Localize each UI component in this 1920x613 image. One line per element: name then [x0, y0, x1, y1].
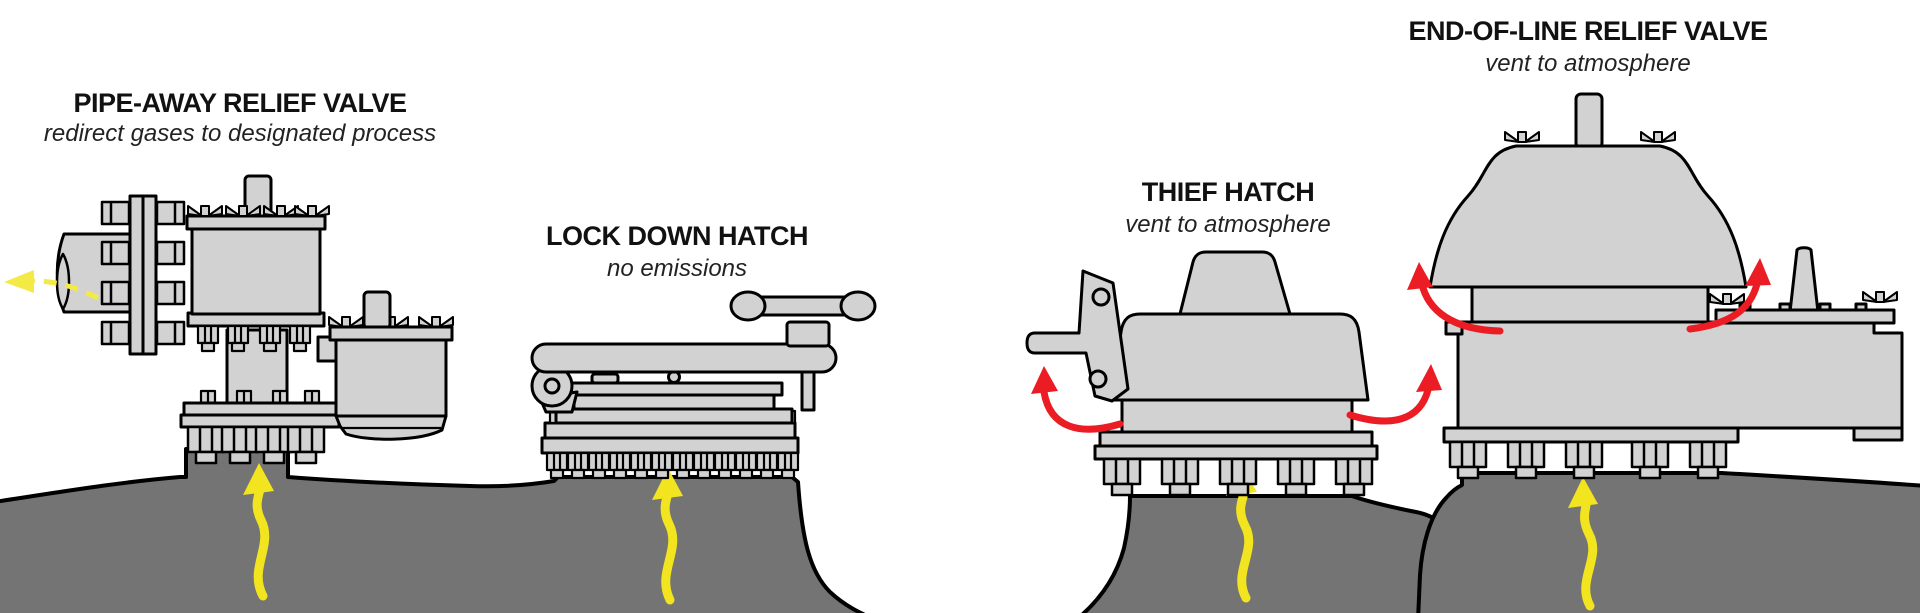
vent-arrow-eol-left-icon: [1407, 262, 1504, 335]
tank-dome-left: [0, 447, 866, 613]
side-vent-stub: [362, 290, 392, 330]
pipe-flange-plate: [128, 194, 145, 356]
eol-hood: [1428, 144, 1748, 289]
pipe-away-subtitle: redirect gases to designated process: [44, 120, 436, 147]
clamp-arm: [530, 342, 838, 374]
tank-dome-right-thief: [1081, 494, 1462, 613]
end-of-line-title: END-OF-LINE RELIEF VALVE: [1409, 16, 1768, 46]
latch-hole-bottom: [1088, 369, 1108, 389]
eol-body: [1456, 320, 1904, 430]
piped-gas-dashed-arrow-icon: [4, 270, 100, 301]
side-vent-body: [334, 338, 448, 418]
pipe-away-base-flange: [182, 401, 338, 417]
side-vent-top-plate: [328, 325, 454, 342]
t-handle-left-end: [729, 290, 767, 322]
gas-flow-arrow-pipe-away-icon: [243, 463, 274, 601]
vent-arrow-eol-right-icon: [1686, 258, 1771, 333]
eol-base-flange: [1442, 426, 1740, 444]
outlet-pipe-opening: [55, 252, 71, 311]
end-of-line-valve-illustration: [1407, 92, 1904, 480]
thief-hatch-subtitle: vent to atmosphere: [1125, 211, 1330, 238]
thief-hatch-knob: [1178, 250, 1292, 316]
eol-side-plate: [1714, 308, 1896, 325]
lock-down-hatch-illustration: [530, 290, 877, 480]
pipe-away-title: PIPE-AWAY RELIEF VALVE: [73, 88, 406, 118]
eol-gauge-cone: [1788, 246, 1820, 314]
t-handle-right-end: [839, 290, 877, 322]
pipe-away-valve-illustration: [4, 174, 455, 465]
gas-flow-arrow-lock-down-icon: [652, 468, 683, 605]
tank-domes: [0, 447, 1920, 613]
pipe-away-body: [190, 226, 322, 316]
hatch-base-ring: [554, 407, 794, 425]
gas-flow-arrow-eol-icon: [1568, 477, 1598, 611]
lock-down-flange-upper: [543, 421, 797, 440]
hinge-pivot: [543, 377, 561, 395]
thief-flange-lower: [1093, 444, 1379, 461]
eol-top-stub: [1574, 92, 1604, 150]
end-of-line-subtitle: vent to atmosphere: [1485, 50, 1690, 77]
lock-down-title: LOCK DOWN HATCH: [546, 221, 808, 251]
lock-down-subtitle: no emissions: [607, 255, 747, 282]
latch-hole-top: [1091, 287, 1111, 307]
hatch-lid-tab: [590, 372, 620, 385]
clamp-screw-post: [785, 320, 831, 348]
thief-hatch-cap: [1110, 312, 1370, 402]
thief-hatch-title: THIEF HATCH: [1142, 177, 1314, 207]
eol-seat-band: [1470, 282, 1710, 324]
lock-down-flange-lower: [540, 436, 800, 455]
pipe-away-top-plate: [185, 214, 327, 231]
eol-base-step-right: [1852, 426, 1904, 442]
tank-dome-right-eol: [1416, 471, 1920, 613]
thief-hatch-neck: [1120, 394, 1354, 436]
hatch-cover-plate: [564, 381, 784, 397]
hatch-lid: [572, 393, 776, 411]
vent-arrow-thief-left-icon: [1031, 366, 1124, 433]
thief-hatch-illustration: [1025, 250, 1442, 497]
vent-arrow-thief-right-icon: [1346, 364, 1442, 425]
thief-flange-upper: [1098, 430, 1374, 448]
